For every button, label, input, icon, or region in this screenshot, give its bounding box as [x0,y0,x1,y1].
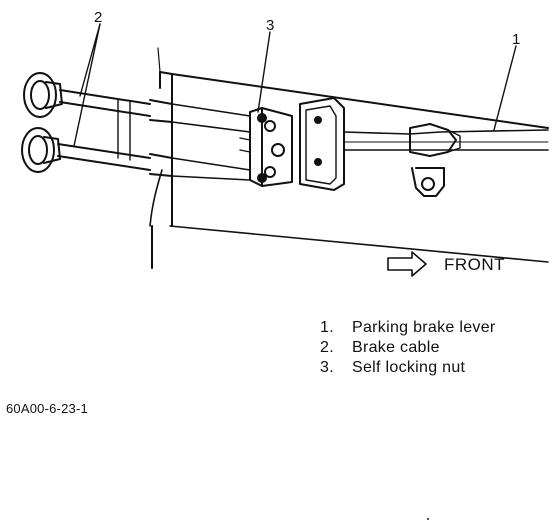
callout-number-3: 3 [266,17,274,34]
callout-number-2: 2 [94,9,102,26]
figure-code: 60A00-6-23-1 [6,401,88,416]
legend-number: 1. [320,319,334,336]
parts-legend: 1. Parking brake lever 2. Brake cable 3.… [320,318,496,378]
brake-cable-handle-lower [21,127,61,173]
legend-label: Parking brake lever [352,319,496,336]
legend-item: 2. Brake cable [320,338,496,358]
self-locking-nut [257,113,267,183]
legend-item: 3. Self locking nut [320,358,496,378]
brake-cable-handle-upper [23,72,63,118]
legend-item: 1. Parking brake lever [320,318,496,338]
callout-number-1: 1 [512,31,520,48]
legend-label: Self locking nut [352,359,466,376]
stray-mark [427,518,429,520]
legend-number: 3. [320,359,334,376]
brake-cable [57,89,251,181]
lever-mount-bracket [411,167,445,197]
hollow-right-arrow-icon [387,251,427,277]
floor-panel [149,47,549,269]
callout-leaders [73,23,517,147]
legend-number: 2. [320,339,334,356]
front-direction-label: FRONT [444,255,505,274]
parking-brake-lever [299,97,549,191]
legend-label: Brake cable [352,339,440,356]
